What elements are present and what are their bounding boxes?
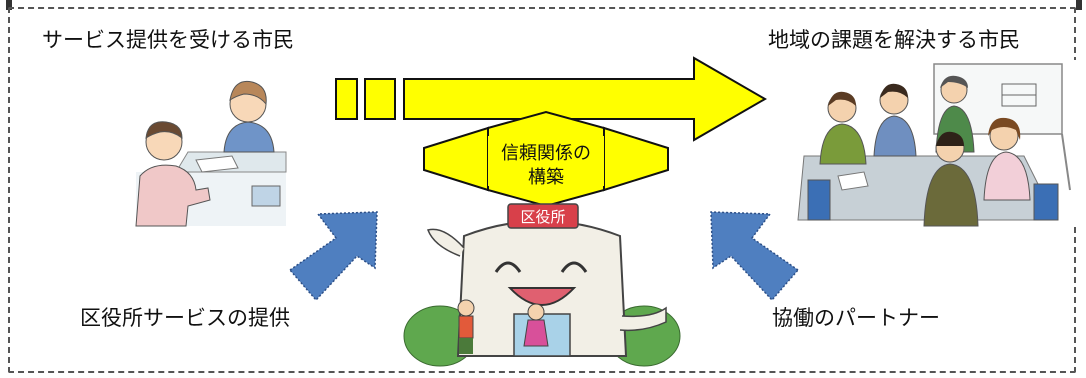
label-ward-service: 区役所サービスの提供	[80, 306, 290, 330]
progress-arrow-block-2	[364, 78, 396, 120]
progress-arrow-body	[403, 56, 767, 142]
ward-office-mascot: 区役所	[403, 203, 681, 367]
group-meeting-scene	[794, 60, 1076, 227]
label-partner: 協働のパートナー	[772, 306, 940, 330]
ward-office-sign: 区役所	[520, 208, 565, 226]
label-citizen-receiving: サービス提供を受ける市民	[42, 28, 294, 52]
label-citizen-solving: 地域の課題を解決する市民	[768, 28, 1020, 52]
counter-service-scene	[135, 60, 287, 227]
frame-tab-left	[6, 0, 12, 10]
frame-tab-right	[1076, 0, 1082, 10]
trust-label: 信頼関係の 構築	[488, 142, 604, 190]
progress-arrow-block-1	[335, 78, 358, 120]
trust-label-line2: 構築	[528, 167, 564, 188]
trust-label-line1: 信頼関係の	[501, 143, 591, 164]
